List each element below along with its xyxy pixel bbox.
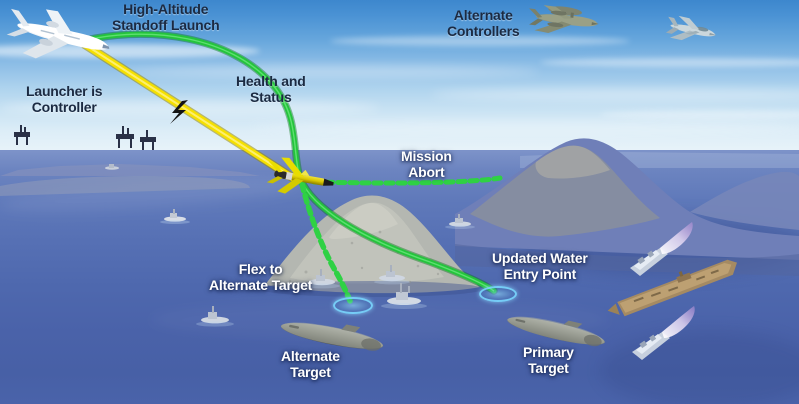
label-updated-water-entry-point: Updated Water Entry Point xyxy=(492,250,588,282)
label-high-altitude-standoff-launch: High-Altitude Standoff Launch xyxy=(112,1,220,33)
escort-vessel xyxy=(632,306,695,360)
cloud-band xyxy=(120,66,540,77)
updated-water-entry-splash xyxy=(479,286,517,302)
cloud-band xyxy=(600,110,799,119)
oil-platform xyxy=(14,125,30,145)
label-primary-target: Primary Target xyxy=(523,344,574,376)
label-alternate-controllers: Alternate Controllers xyxy=(447,7,520,39)
escort-vessel xyxy=(630,222,693,276)
aircraft-carrier xyxy=(607,259,737,317)
label-launcher-is-controller: Launcher is Controller xyxy=(26,83,103,115)
label-mission-abort: Mission Abort xyxy=(401,148,452,180)
datalink-beam-path xyxy=(81,40,299,184)
cloud-band xyxy=(330,36,630,46)
alternate-target-submarine xyxy=(280,322,384,351)
awacs-aircraft xyxy=(529,5,599,33)
surface-vessel xyxy=(381,283,427,309)
cloud-band xyxy=(250,120,799,134)
label-flex-to-alternate-target: Flex to Alternate Target xyxy=(209,261,313,293)
oil-platform xyxy=(140,130,156,150)
surface-vessel xyxy=(196,306,234,327)
primary-target-submarine xyxy=(507,316,605,347)
launch-aircraft xyxy=(6,8,110,59)
cloud-band xyxy=(0,44,260,58)
surface-vessel xyxy=(105,164,119,170)
fighter-aircraft xyxy=(665,15,717,41)
glide-weapon xyxy=(266,157,334,194)
alternate-water-entry-splash xyxy=(333,297,373,314)
label-alternate-target: Alternate Target xyxy=(281,348,340,380)
cloud-band xyxy=(540,58,799,67)
cloud-band xyxy=(430,88,799,101)
oil-platform xyxy=(116,126,134,148)
flex-to-alternate-target-path xyxy=(299,181,353,304)
surface-vessel xyxy=(160,209,190,224)
mission-abort-path xyxy=(311,175,503,186)
lightning-bolt-icon xyxy=(170,100,188,124)
label-health-and-status: Health and Status xyxy=(236,73,306,105)
surface-vessel xyxy=(445,214,475,229)
sea-shadow xyxy=(600,330,799,404)
surface-vessel xyxy=(304,269,340,289)
